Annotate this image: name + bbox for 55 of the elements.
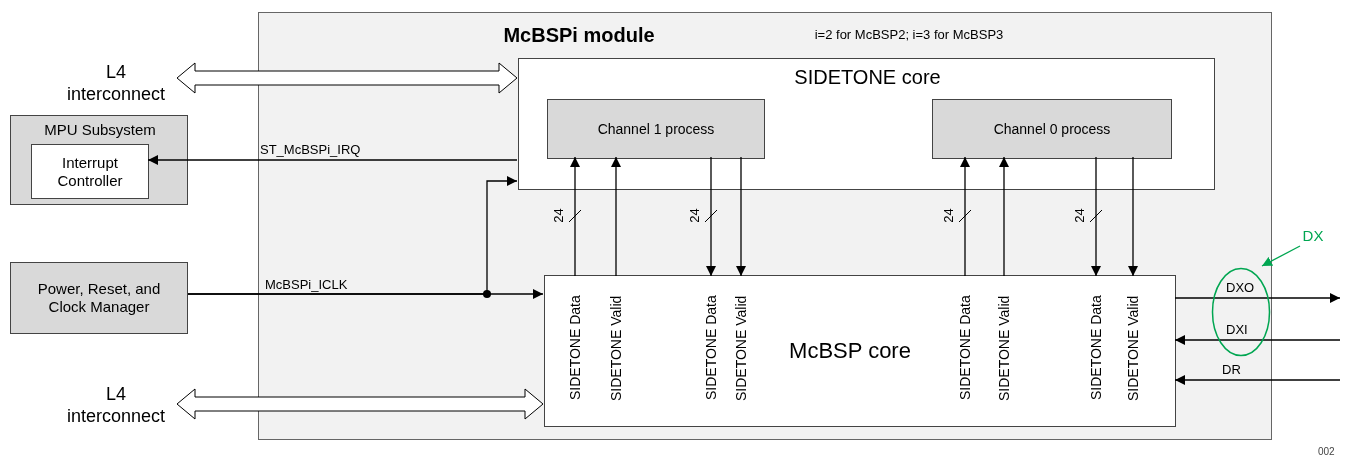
manager-box bbox=[10, 262, 188, 334]
arrow bbox=[1091, 156, 1101, 277]
arrow bbox=[611, 156, 621, 277]
arrow bbox=[1128, 156, 1138, 277]
signal-label: SIDETONE Data bbox=[703, 278, 723, 418]
arrow bbox=[960, 156, 970, 277]
signal-arrow bbox=[1174, 375, 1341, 385]
module-box bbox=[258, 12, 1272, 440]
core-box bbox=[518, 58, 1215, 190]
module-title: McBSPi module bbox=[502, 23, 656, 47]
interface-label: L4 interconnect bbox=[55, 60, 177, 108]
edge-label: DXI bbox=[1226, 322, 1248, 337]
controller-box bbox=[31, 144, 149, 199]
box-label: Power, Reset, and Clock Manager bbox=[36, 280, 162, 316]
core-title: SIDETONE core bbox=[793, 65, 942, 89]
arrow bbox=[570, 156, 580, 277]
edge-label: ST_McBSPi_IRQ bbox=[260, 142, 361, 157]
edge-label: DR bbox=[1222, 362, 1241, 377]
highlight-ellipse bbox=[1211, 267, 1271, 357]
arrow bbox=[147, 155, 518, 165]
module-note: i=2 for McBSP2; i=3 for McBSP3 bbox=[813, 27, 1005, 43]
arrow bbox=[999, 156, 1009, 277]
process-box bbox=[932, 99, 1172, 159]
signal-label: SIDETONE Data bbox=[957, 278, 977, 418]
bus-arrow bbox=[176, 62, 518, 94]
arrow bbox=[706, 156, 716, 277]
signal-label: SIDETONE Valid bbox=[608, 278, 628, 418]
box-label: Interrupt Controller bbox=[56, 153, 124, 190]
signal-label: SIDETONE Data bbox=[1088, 278, 1108, 418]
signal-label: SIDETONE Data bbox=[567, 278, 587, 418]
subsystem-box bbox=[10, 115, 188, 205]
callout-label: DX bbox=[1298, 226, 1328, 246]
edge-label: 24 bbox=[686, 208, 702, 223]
leader-arrow bbox=[1261, 245, 1301, 267]
figure-number: 002 bbox=[1318, 446, 1335, 457]
core-box bbox=[544, 275, 1176, 427]
signal-arrow bbox=[1174, 293, 1341, 303]
bus-arrow bbox=[176, 388, 544, 420]
core-title: McBSP core bbox=[788, 338, 912, 365]
interface-label: L4 interconnect bbox=[55, 382, 177, 430]
edge-label: 24 bbox=[1071, 208, 1087, 223]
signal-arrow bbox=[1174, 335, 1341, 345]
process-box bbox=[547, 99, 765, 159]
arrow bbox=[187, 176, 518, 295]
subsystem-title: MPU Subsystem bbox=[43, 121, 157, 139]
signal-label: SIDETONE Valid bbox=[1125, 278, 1145, 418]
edge-label: McBSPi_ICLK bbox=[265, 277, 348, 292]
box-label: Channel 1 process bbox=[597, 120, 715, 138]
signal-label: SIDETONE Valid bbox=[996, 278, 1016, 418]
box-label: Channel 0 process bbox=[993, 120, 1111, 138]
arrow bbox=[736, 156, 746, 277]
edge-label: 24 bbox=[940, 208, 956, 223]
signal-label: SIDETONE Valid bbox=[733, 278, 753, 418]
edge-label: 24 bbox=[550, 208, 566, 223]
edge-label: DXO bbox=[1226, 280, 1255, 295]
